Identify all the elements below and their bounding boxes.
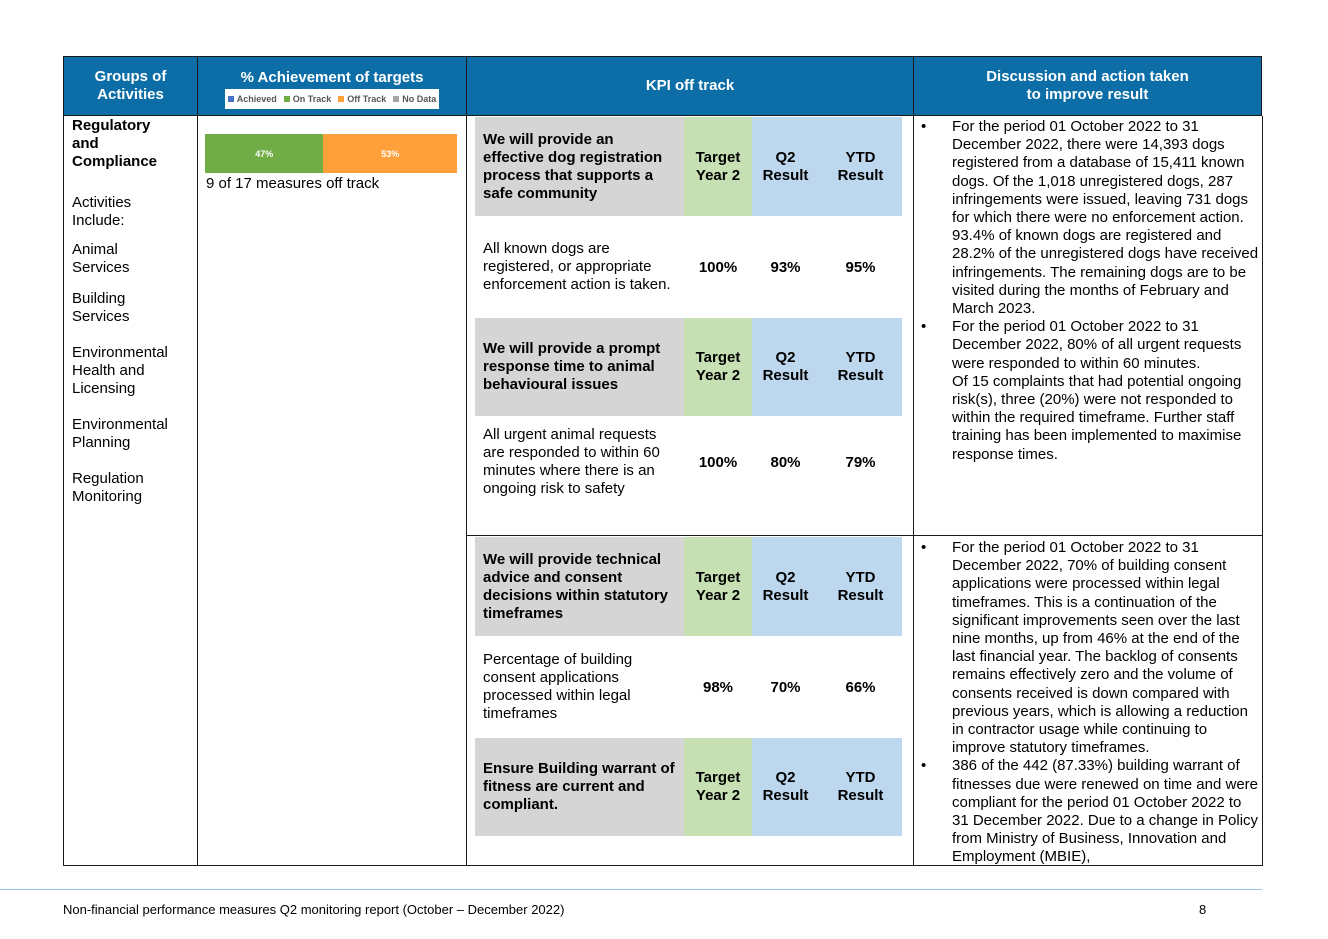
achievement-summary: 9 of 17 measures off track: [206, 175, 380, 192]
kpi-title: We will provide an effective dog registr…: [475, 117, 684, 216]
bar-segment-off-track: 53%: [323, 134, 457, 173]
page-number: 8: [1199, 902, 1207, 917]
discussion-extra: Of 15 complaints that had potential ongo…: [952, 372, 1242, 463]
activity-environmental-health: Environmental Health and Licensing: [72, 344, 168, 397]
achievement-bar: 47% 53%: [205, 134, 457, 173]
group-title: Regulatory and Compliance: [72, 117, 158, 170]
kpi-title: Ensure Building warrant of fitness are c…: [475, 738, 684, 836]
discussion-block-2: •For the period 01 October 2022 to 31 De…: [914, 539, 1260, 867]
kpi-ytd-header: YTD Result: [819, 318, 902, 416]
kpi-measure: Percentage of building consent applicati…: [483, 651, 633, 722]
kpi-ytd-value: 79%: [845, 453, 876, 471]
kpi-ytd-value: 66%: [845, 678, 876, 696]
activities-label: Activities Include:: [72, 194, 132, 229]
header-discussion-label: Discussion and action taken to improve r…: [986, 68, 1189, 103]
header-discussion: Discussion and action taken to improve r…: [913, 56, 1262, 116]
header-kpi-label: KPI off track: [645, 77, 735, 94]
header-groups: Groups of Activities: [63, 56, 198, 116]
legend-item-on-track: On Track: [283, 90, 331, 108]
footer-text: Non-financial performance measures Q2 mo…: [63, 902, 565, 917]
kpi-target-header: Target Year 2: [684, 537, 752, 636]
legend-item-achieved: Achieved: [227, 90, 277, 108]
activity-environmental-planning: Environmental Planning: [72, 416, 168, 451]
activity-animal-services: Animal Services: [72, 241, 130, 276]
kpi-title: We will provide a prompt response time t…: [475, 318, 684, 416]
footer-divider: [0, 889, 1262, 890]
kpi-ytd-header: YTD Result: [819, 117, 902, 216]
kpi-target-value: 100%: [698, 453, 738, 471]
kpi-target-header: Target Year 2: [684, 318, 752, 416]
discussion-bullet: •386 of the 442 (87.33%) building warran…: [921, 757, 1259, 866]
discussion-block-1: •For the period 01 October 2022 to 31 De…: [914, 118, 1260, 464]
kpi-ytd-header: YTD Result: [819, 537, 902, 636]
kpi-target-header: Target Year 2: [684, 117, 752, 216]
bar-segment-on-track: 47%: [205, 134, 324, 173]
discussion-bullet: •For the period 01 October 2022 to 31 De…: [921, 318, 1242, 463]
group-cell: Regulatory and Compliance Activities Inc…: [72, 117, 192, 506]
discussion-bullet: •For the period 01 October 2022 to 31 De…: [921, 118, 1259, 318]
activity-regulation-monitoring: Regulation Monitoring: [72, 470, 144, 505]
kpi-q2-value: 70%: [770, 678, 801, 696]
discussion-bullet: •For the period 01 October 2022 to 31 De…: [921, 539, 1248, 757]
kpi-q2-header: Q2 Result: [752, 117, 819, 216]
kpi-target-header: Target Year 2: [684, 738, 752, 836]
legend-item-no-data: No Data: [393, 90, 436, 108]
kpi-target-value: 98%: [702, 678, 734, 696]
header-kpi: KPI off track: [466, 56, 914, 116]
legend-item-off-track: Off Track: [338, 90, 386, 108]
header-achievement-label: % Achievement of targets: [240, 69, 424, 86]
kpi-q2-value: 93%: [770, 258, 801, 276]
kpi-title: We will provide technical advice and con…: [475, 537, 684, 636]
kpi-q2-header: Q2 Result: [752, 738, 819, 836]
kpi-ytd-value: 95%: [845, 258, 876, 276]
activity-building-services: Building Services: [72, 290, 130, 325]
kpi-q2-value: 80%: [770, 453, 801, 471]
kpi-measure: All known dogs are registered, or approp…: [483, 240, 671, 293]
kpi-q2-header: Q2 Result: [752, 318, 819, 416]
kpi-q2-header: Q2 Result: [752, 537, 819, 636]
kpi-target-value: 100%: [698, 258, 738, 276]
header-groups-label: Groups of Activities: [94, 68, 167, 103]
header-achievement: % Achievement of targets Achieved On Tra…: [197, 56, 467, 116]
legend: Achieved On Track Off Track No Data: [224, 89, 440, 109]
kpi-ytd-header: YTD Result: [819, 738, 902, 836]
kpi-measure: All urgent animal requests are responded…: [483, 426, 660, 497]
